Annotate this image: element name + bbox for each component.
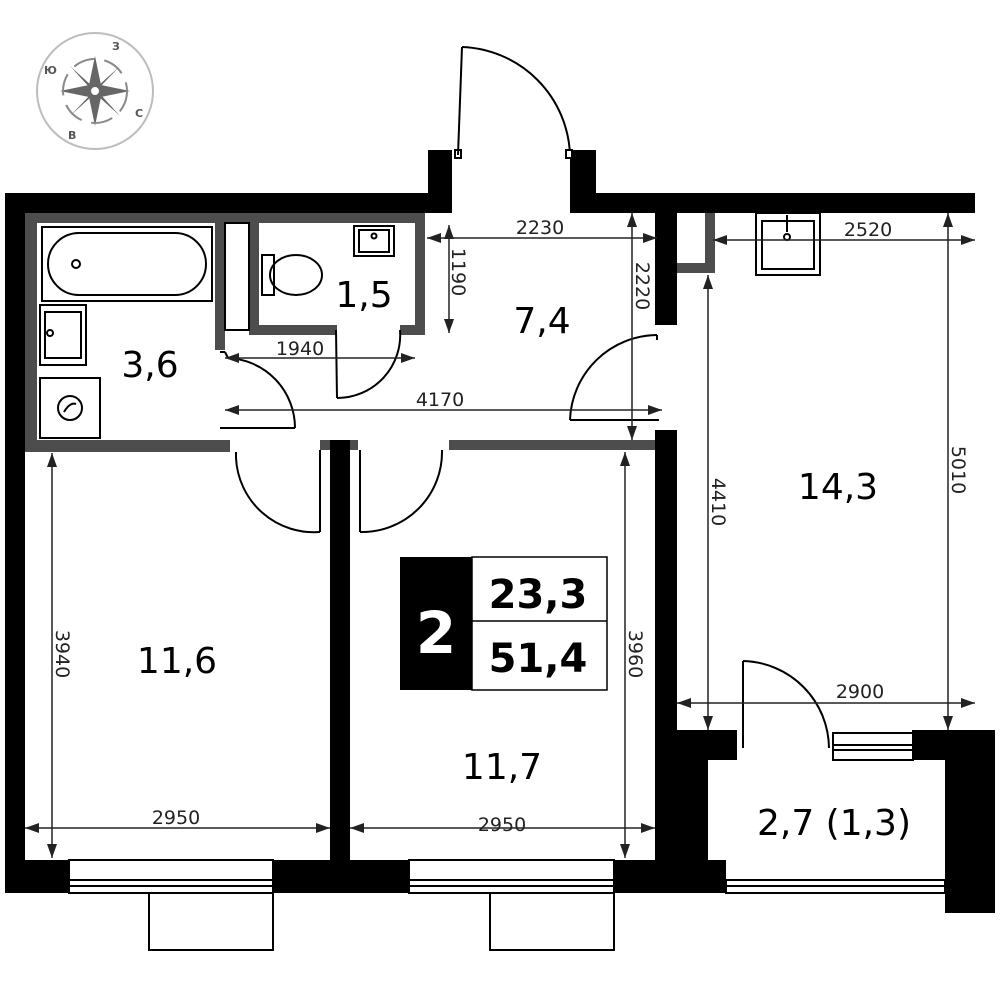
washing-machine-icon (39, 377, 101, 439)
dim-corridor-length: 4170 (416, 389, 464, 411)
dimension-labels: 2230 1190 2220 1940 4170 2520 5010 4410 … (51, 217, 969, 836)
interior-walls (25, 213, 715, 452)
room-hall-area: 7,4 (513, 301, 570, 342)
dim-bath-width: 1940 (276, 338, 324, 360)
windows (68, 732, 946, 951)
room-bedroom-left-area: 11,6 (137, 641, 217, 682)
compass: З С В Ю (36, 32, 154, 150)
compass-west: Ю (44, 64, 57, 77)
dim-bedroom-left-width: 2950 (152, 807, 200, 829)
doors (220, 46, 830, 749)
bath-sink-icon (39, 304, 87, 366)
wc-sink-icon (353, 225, 395, 257)
dim-kitchen-width: 2520 (844, 219, 892, 241)
room-balcony-area: 2,7 (1,3) (757, 803, 911, 844)
dim-bedroom-mid-height: 3960 (624, 630, 646, 678)
dim-kitchen-lower: 4410 (707, 478, 729, 526)
room-labels: 3,6 1,5 7,4 14,3 11,6 11,7 2,7 (1,3) (121, 275, 911, 844)
dimension-lines (25, 213, 975, 858)
summary-box: 2 23,3 51,4 (400, 556, 608, 691)
room-kitchen-area: 14,3 (798, 467, 878, 508)
toilet-icon (261, 254, 323, 296)
living-area: 23,3 (489, 572, 588, 618)
room-bedroom-mid-area: 11,7 (462, 747, 542, 788)
dim-hall-height: 2220 (631, 262, 653, 310)
exterior-walls (5, 150, 995, 913)
dimension-arrows (25, 213, 975, 858)
compass-south: В (68, 129, 76, 142)
compass-rose-icon (60, 56, 130, 126)
dim-bedroom-mid-width: 2950 (478, 814, 526, 836)
wc-shelf (224, 222, 250, 331)
room-bath-area: 3,6 (121, 345, 178, 386)
room-wc-area: 1,5 (335, 275, 392, 316)
compass-north: З (112, 40, 120, 53)
dim-bedroom-left-height: 3940 (51, 630, 73, 678)
compass-east: С (135, 107, 143, 120)
kitchen-sink-icon (755, 212, 821, 276)
dim-hall-width: 2230 (516, 217, 564, 239)
bathtub-icon (41, 226, 213, 302)
dim-kitchen-bottom-width: 2900 (836, 681, 884, 703)
total-area: 51,4 (489, 636, 588, 682)
rooms-count: 2 (416, 599, 456, 667)
dim-kitchen-height: 5010 (947, 446, 969, 494)
dim-wc-height: 1190 (447, 248, 469, 296)
